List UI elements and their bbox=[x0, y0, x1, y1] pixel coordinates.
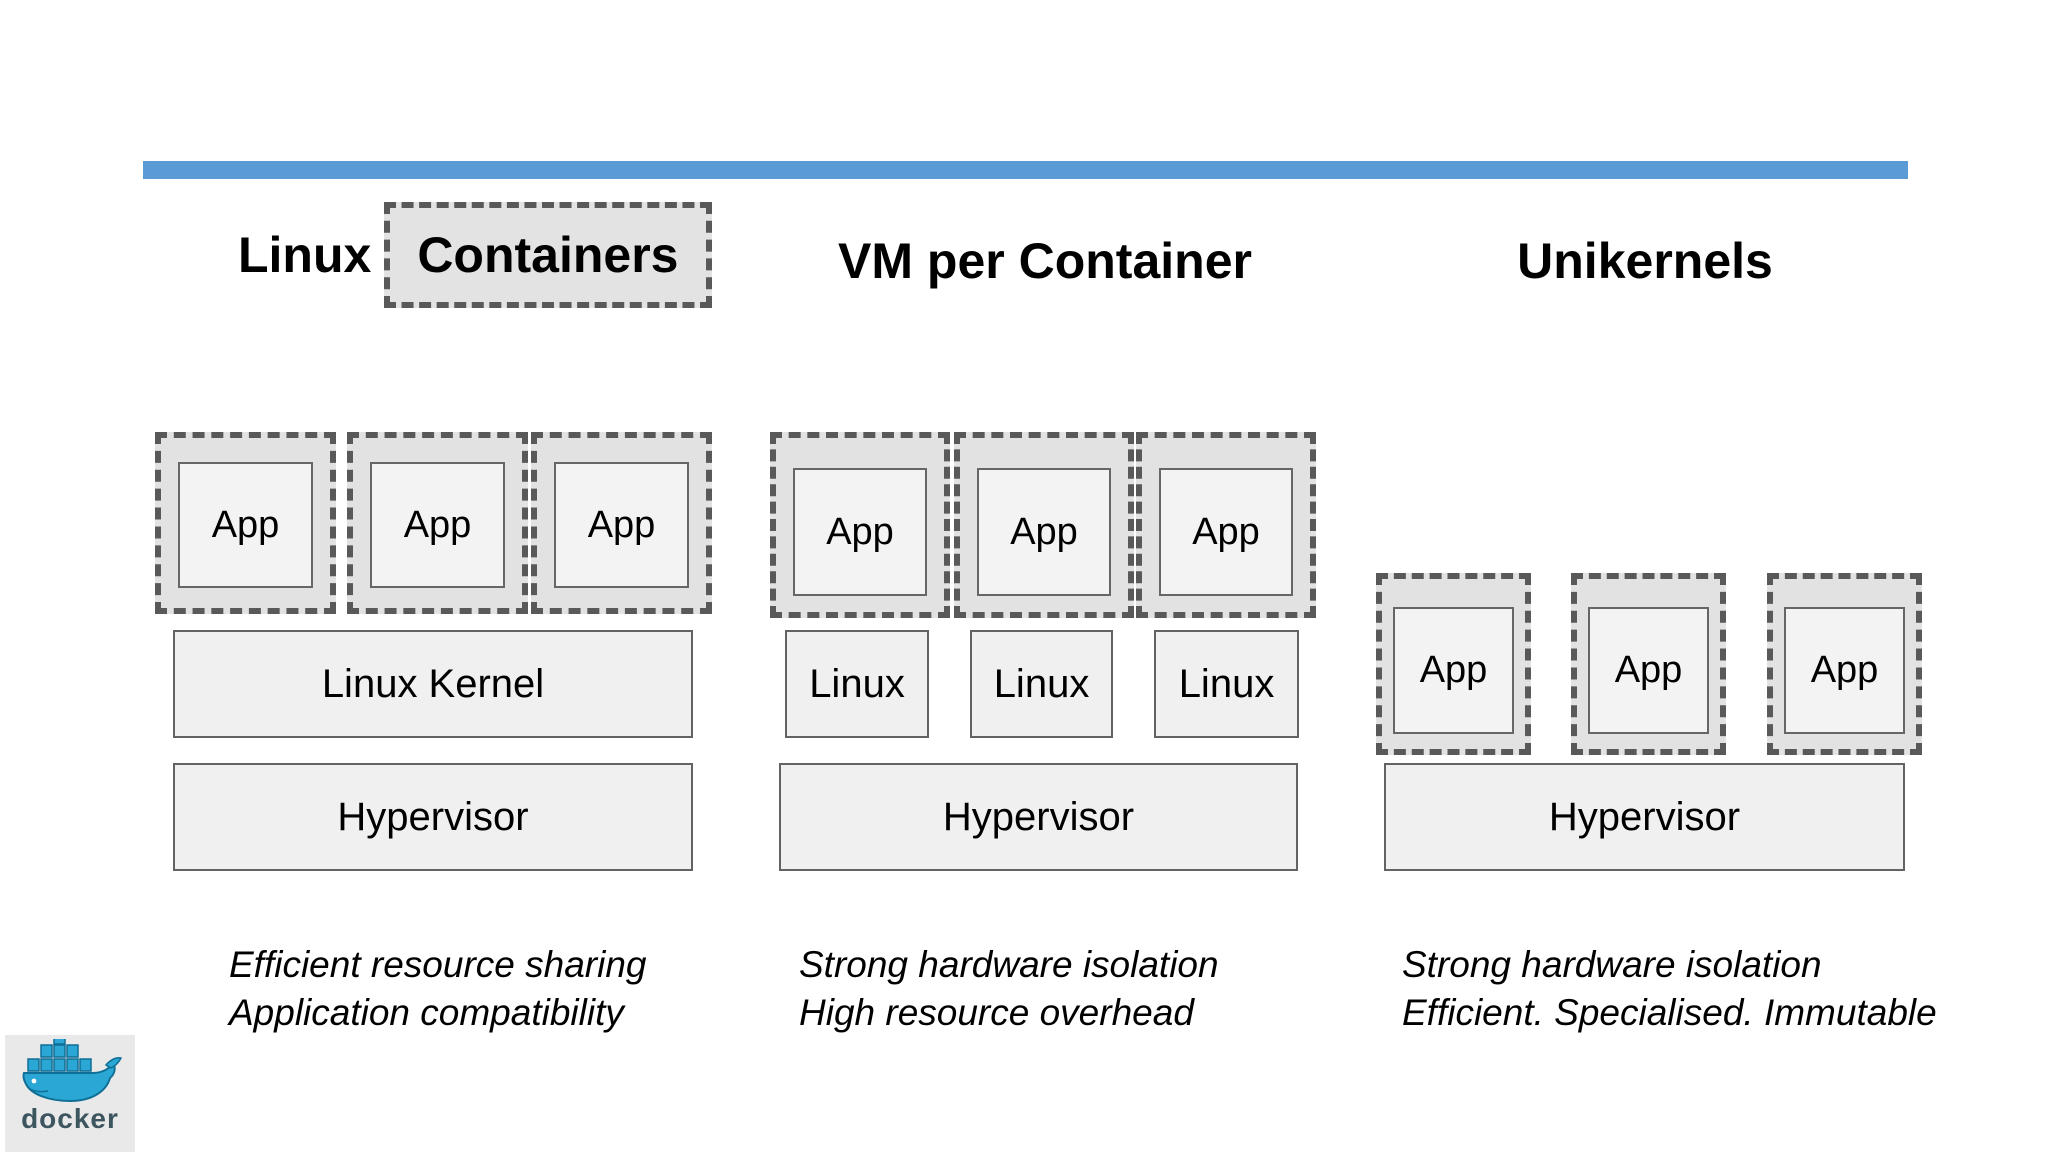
app-box: App bbox=[178, 462, 313, 588]
container-box: App bbox=[531, 432, 712, 614]
docker-logo: docker bbox=[5, 1035, 135, 1152]
app-box: App bbox=[554, 462, 689, 588]
column-title-vm-per-container: VM per Container bbox=[838, 233, 1252, 289]
caption-line: Efficient. Specialised. Immutable bbox=[1402, 992, 1937, 1033]
caption-line: Application compatibility bbox=[229, 992, 624, 1033]
container-box: App bbox=[1376, 573, 1531, 755]
container-box: App bbox=[954, 432, 1134, 618]
app-box: App bbox=[370, 462, 505, 588]
linux-kernel-box: Linux Kernel bbox=[173, 630, 693, 738]
docker-whale-icon bbox=[18, 1037, 123, 1111]
caption-line: High resource overhead bbox=[799, 992, 1194, 1033]
app-box: App bbox=[1159, 468, 1293, 596]
caption-vm-per-container: Strong hardware isolation High resource … bbox=[799, 941, 1219, 1037]
app-box: App bbox=[1393, 607, 1514, 734]
app-box: App bbox=[1784, 607, 1905, 734]
caption-line: Strong hardware isolation bbox=[799, 944, 1219, 985]
caption-unikernels: Strong hardware isolation Efficient. Spe… bbox=[1402, 941, 1937, 1037]
hypervisor-box: Hypervisor bbox=[173, 763, 693, 871]
container-box: App bbox=[347, 432, 528, 614]
caption-linux-containers: Efficient resource sharing Application c… bbox=[229, 941, 646, 1037]
title-containers-dashed-box: Containers bbox=[384, 202, 712, 308]
container-box: App bbox=[1136, 432, 1316, 618]
docker-wordmark: docker bbox=[21, 1103, 119, 1134]
accent-bar bbox=[143, 161, 1908, 179]
hypervisor-box: Hypervisor bbox=[779, 763, 1298, 871]
linux-guest-box: Linux bbox=[785, 630, 929, 738]
column-title-unikernels: Unikernels bbox=[1517, 233, 1773, 289]
container-box: App bbox=[770, 432, 950, 618]
column-title-linux-containers: Linux Containers bbox=[238, 202, 712, 308]
linux-guest-box: Linux bbox=[1154, 630, 1299, 738]
container-box: App bbox=[1571, 573, 1726, 755]
app-box: App bbox=[1588, 607, 1709, 734]
container-box: App bbox=[155, 432, 336, 614]
linux-guest-box: Linux bbox=[970, 630, 1113, 738]
container-box: App bbox=[1767, 573, 1922, 755]
hypervisor-box: Hypervisor bbox=[1384, 763, 1905, 871]
app-box: App bbox=[977, 468, 1111, 596]
caption-line: Strong hardware isolation bbox=[1402, 944, 1822, 985]
title-linux-plain: Linux bbox=[238, 227, 372, 283]
app-box: App bbox=[793, 468, 927, 596]
caption-line: Efficient resource sharing bbox=[229, 944, 647, 985]
